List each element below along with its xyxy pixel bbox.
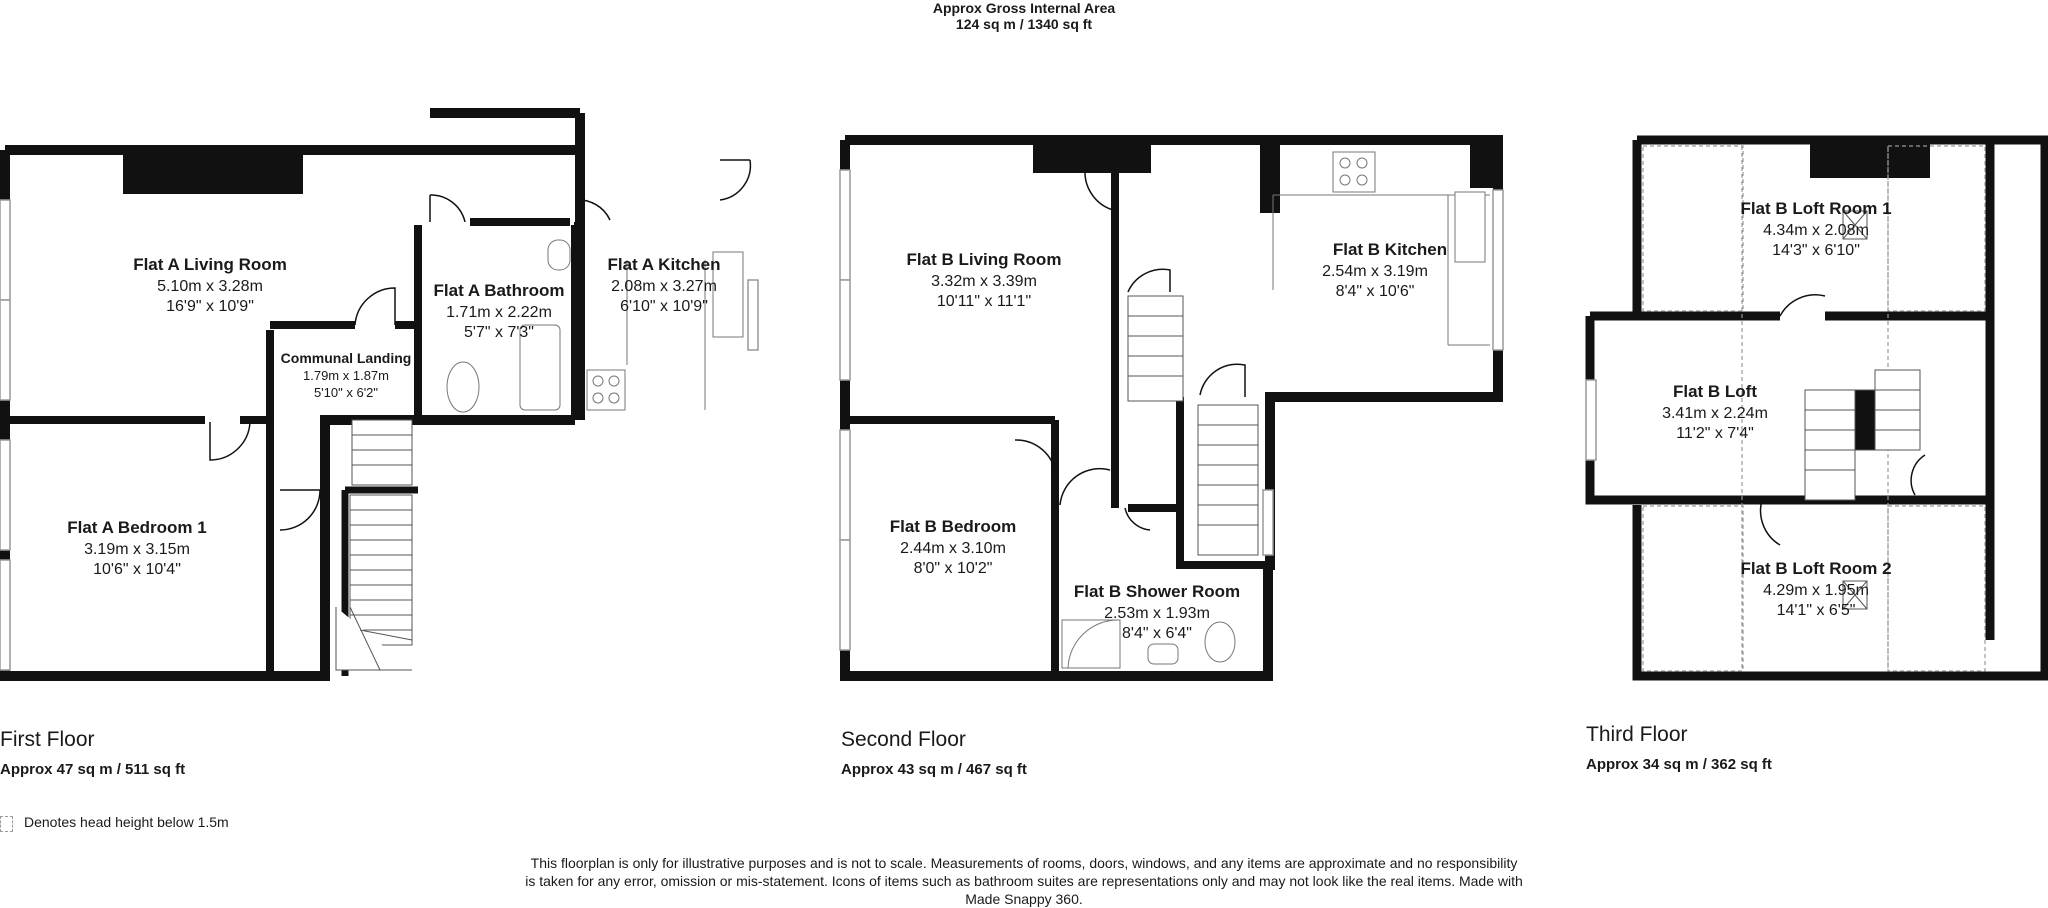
b-loft-imperial: 11'2" x 7'4" bbox=[1676, 425, 1754, 442]
first-floor-plan bbox=[0, 108, 585, 681]
a-bedroom-name: Flat A Bedroom 1 bbox=[67, 518, 206, 537]
b-living-imperial: 10'11" x 11'1" bbox=[937, 293, 1031, 310]
gross-area-value: 124 sq m / 1340 sq ft bbox=[955, 16, 1093, 32]
communal-metric: 1.79m x 1.87m bbox=[303, 368, 389, 383]
b-bedroom-metric: 2.44m x 3.10m bbox=[900, 540, 1006, 557]
a-living-metric: 5.10m x 3.28m bbox=[157, 278, 263, 295]
b-loft2-imperial: 14'1" x 6'5" bbox=[1777, 602, 1856, 619]
head-height-swatch bbox=[0, 816, 13, 832]
a-bathroom-metric: 1.71m x 2.22m bbox=[446, 304, 552, 321]
third-floor-plan bbox=[1585, 135, 2048, 681]
b-loft2-name: Flat B Loft Room 2 bbox=[1740, 559, 1891, 578]
a-living-imperial: 16'9" x 10'9" bbox=[166, 298, 254, 315]
b-living-metric: 3.32m x 3.39m bbox=[931, 273, 1037, 290]
b-shower-imperial: 8'4" x 6'4" bbox=[1122, 625, 1192, 642]
b-shower-metric: 2.53m x 1.93m bbox=[1104, 605, 1210, 622]
b-loft1-imperial: 14'3" x 6'10" bbox=[1772, 242, 1860, 259]
disclaimer: This floorplan is only for illustrative … bbox=[525, 855, 1523, 907]
b-kitchen-imperial: 8'4" x 10'6" bbox=[1336, 283, 1415, 300]
floor-area-third: Approx 34 sq m / 362 sq ft bbox=[1586, 756, 1772, 773]
a-kitchen-imperial: 6'10" x 10'9" bbox=[620, 298, 708, 315]
a-living-name: Flat A Living Room bbox=[133, 255, 287, 274]
a-kitchen-name: Flat A Kitchen bbox=[607, 255, 720, 274]
b-loft-metric: 3.41m x 2.24m bbox=[1662, 405, 1768, 422]
b-shower-name: Flat B Shower Room bbox=[1074, 582, 1240, 601]
b-loft1-name: Flat B Loft Room 1 bbox=[1740, 199, 1891, 218]
floor-area-second: Approx 43 sq m / 467 sq ft bbox=[841, 761, 1027, 778]
a-bathroom-name: Flat A Bathroom bbox=[434, 281, 565, 300]
b-loft2-metric: 4.29m x 1.95m bbox=[1763, 582, 1869, 599]
second-floor-plan bbox=[840, 135, 1503, 681]
communal-imperial: 5'10" x 6'2" bbox=[314, 385, 378, 400]
b-living-name: Flat B Living Room bbox=[907, 250, 1062, 269]
a-bathroom-imperial: 5'7" x 7'3" bbox=[464, 324, 534, 341]
communal-name: Communal Landing bbox=[281, 350, 412, 366]
floor-title-second: Second Floor bbox=[841, 728, 966, 751]
a-bedroom-imperial: 10'6" x 10'4" bbox=[93, 561, 181, 578]
b-bedroom-imperial: 8'0" x 10'2" bbox=[914, 560, 993, 577]
a-kitchen-metric: 2.08m x 3.27m bbox=[611, 278, 717, 295]
b-bedroom-name: Flat B Bedroom bbox=[890, 517, 1017, 536]
legend-text: Denotes head height below 1.5m bbox=[24, 814, 229, 830]
b-loft-name: Flat B Loft bbox=[1673, 382, 1757, 401]
floor-title-third: Third Floor bbox=[1586, 723, 1688, 746]
floor-title-first: First Floor bbox=[0, 728, 95, 751]
gross-area-title: Approx Gross Internal Area bbox=[932, 0, 1116, 16]
b-loft1-metric: 4.34m x 2.08m bbox=[1763, 222, 1869, 239]
floor-area-first: Approx 47 sq m / 511 sq ft bbox=[0, 761, 186, 778]
b-kitchen-metric: 2.54m x 3.19m bbox=[1322, 263, 1428, 280]
b-kitchen-name: Flat B Kitchen bbox=[1333, 240, 1447, 259]
a-bedroom-metric: 3.19m x 3.15m bbox=[84, 541, 190, 558]
